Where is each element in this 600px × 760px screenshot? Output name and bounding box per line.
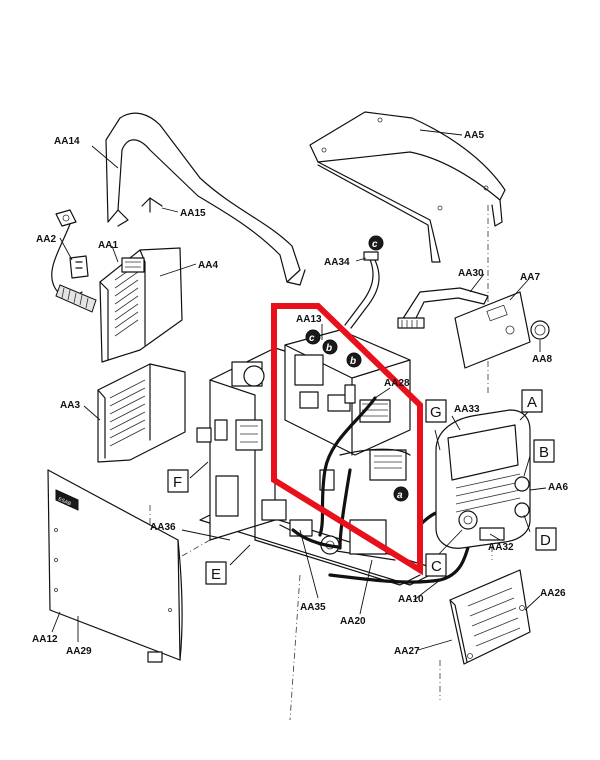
display-panel-aa7 bbox=[454, 291, 531, 369]
marker-a: a bbox=[393, 486, 409, 502]
label-aa33: AA33 bbox=[454, 404, 480, 415]
label-aa10: AA10 bbox=[398, 594, 424, 605]
part-labels: AA14 AA15 AA2 AA1 AA4 AA3 AA5 AA34 AA30 … bbox=[32, 130, 568, 657]
box-callouts: A B D G C F E bbox=[167, 389, 557, 585]
power-cord-aa2 bbox=[51, 209, 97, 313]
svg-text:ESAB: ESAB bbox=[57, 496, 72, 507]
label-aa2: AA2 bbox=[36, 234, 56, 245]
label-aa26: AA26 bbox=[540, 588, 566, 599]
label-aa36: AA36 bbox=[150, 522, 176, 533]
label-aa3: AA3 bbox=[60, 400, 80, 411]
side-cover-aa12: ESAB bbox=[47, 469, 183, 663]
box-b: B bbox=[533, 439, 555, 463]
front-grille-aa26 bbox=[449, 569, 531, 665]
svg-text:a: a bbox=[397, 490, 403, 501]
label-aa35: AA35 bbox=[300, 602, 326, 613]
marker-b-low: b bbox=[346, 352, 362, 368]
box-a: A bbox=[521, 389, 543, 413]
label-aa12: AA12 bbox=[32, 634, 58, 645]
label-aa6: AA6 bbox=[548, 482, 568, 493]
marker-c-top: c bbox=[368, 235, 384, 251]
svg-text:C: C bbox=[431, 558, 442, 575]
part-aa15 bbox=[141, 197, 163, 213]
main-pcb-aa13 bbox=[284, 329, 411, 491]
highlight-region bbox=[271, 303, 423, 576]
box-e: E bbox=[205, 561, 227, 585]
knob-aa8 bbox=[530, 320, 550, 340]
label-aa14: AA14 bbox=[54, 136, 80, 147]
label-aa32: AA32 bbox=[488, 542, 514, 553]
svg-text:c: c bbox=[309, 333, 315, 344]
label-aa4: AA4 bbox=[198, 260, 218, 271]
rear-panel-aa4 bbox=[99, 247, 183, 363]
label-aa30: AA30 bbox=[458, 268, 484, 279]
box-c: C bbox=[425, 553, 447, 577]
marker-c-mid: c bbox=[305, 329, 321, 345]
box-d: D bbox=[535, 527, 557, 551]
ribbon-cable-aa14 bbox=[105, 112, 306, 286]
svg-text:B: B bbox=[539, 444, 549, 461]
label-aa20: AA20 bbox=[340, 616, 366, 627]
box-f: F bbox=[167, 469, 189, 493]
label-aa15: AA15 bbox=[180, 208, 206, 219]
label-aa28: AA28 bbox=[384, 378, 410, 389]
label-aa8: AA8 bbox=[532, 354, 552, 365]
label-aa1: AA1 bbox=[98, 240, 118, 251]
svg-text:b: b bbox=[350, 356, 356, 367]
label-aa7: AA7 bbox=[520, 272, 540, 283]
leader-lines bbox=[51, 129, 547, 651]
label-aa27: AA27 bbox=[394, 646, 420, 657]
front-panel-aa33 bbox=[435, 409, 531, 549]
svg-text:E: E bbox=[211, 566, 221, 583]
top-cover-aa5 bbox=[309, 111, 506, 263]
svg-text:b: b bbox=[326, 343, 332, 354]
wiring-harness bbox=[291, 396, 472, 584]
box-g: G bbox=[425, 399, 447, 423]
svg-text:D: D bbox=[540, 532, 551, 549]
svg-text:A: A bbox=[527, 394, 537, 411]
label-aa29: AA29 bbox=[66, 646, 92, 657]
label-aa13: AA13 bbox=[296, 314, 322, 325]
marker-b-top: b bbox=[322, 339, 338, 355]
svg-text:F: F bbox=[173, 474, 182, 491]
side-panel-aa3 bbox=[97, 363, 186, 463]
label-aa5: AA5 bbox=[464, 130, 484, 141]
label-aa34: AA34 bbox=[324, 257, 350, 268]
cable-aa30 bbox=[397, 287, 489, 329]
cable-aa34 bbox=[344, 251, 380, 329]
svg-text:c: c bbox=[372, 239, 378, 250]
svg-text:G: G bbox=[430, 404, 442, 421]
